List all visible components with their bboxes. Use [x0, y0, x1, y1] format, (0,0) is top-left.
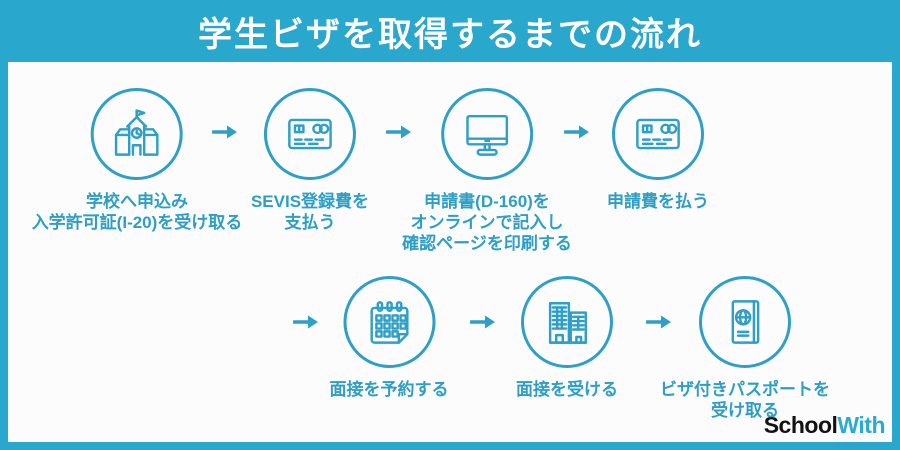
school-icon: [115, 109, 159, 156]
step-circle: [440, 88, 533, 180]
step-label: ビザ付きパスポートを 受け取る: [660, 379, 830, 421]
page-title: 学生ビザを取得するまでの流れ: [198, 15, 702, 54]
flow-arrow-icon: [470, 315, 495, 329]
step-circle: [91, 88, 183, 180]
step-label-line: ビザ付きパスポートを: [660, 380, 830, 399]
logo-text-school: School: [763, 412, 838, 438]
step-label-line: 面接を受ける: [516, 380, 618, 399]
step-label: SEVIS登録費を 支払う: [251, 191, 369, 233]
step-label-line: 申請書(D-160)を: [424, 192, 550, 211]
calendar-icon: [369, 301, 409, 344]
step-label-line: 面接を予約する: [329, 380, 449, 399]
step-label: 面接を受ける: [516, 379, 618, 400]
step-label-line: オンラインで記入し: [410, 213, 564, 232]
flow-arrow-icon: [293, 315, 318, 329]
step-fill-d160: 申請書(D-160)を オンラインで記入し 確認ページを印刷する: [402, 88, 572, 254]
building-icon: [548, 302, 587, 344]
step-receive-passport: ビザ付きパスポートを 受け取る: [660, 276, 830, 421]
step-label-line: 支払う: [284, 213, 336, 232]
credit-card-icon: [288, 118, 332, 150]
schoolwith-logo: SchoolWith: [763, 412, 886, 439]
step-circle: [521, 276, 613, 368]
step-label-line: 入学許可証(I-20)を受け取る: [31, 213, 243, 232]
logo-text-with: With: [837, 412, 885, 438]
step-circle: [343, 276, 435, 368]
step-circle: [612, 88, 704, 180]
step-label: 申請書(D-160)を オンラインで記入し 確認ページを印刷する: [402, 191, 572, 254]
flow-arrow-icon: [564, 125, 589, 139]
credit-card-icon: [636, 118, 680, 150]
step-label-line: 学校へ申込み: [86, 192, 188, 211]
header-bar: 学生ビザを取得するまでの流れ: [0, 0, 900, 62]
step-label-line: SEVIS登録費を: [250, 192, 370, 211]
step-take-interview: 面接を受ける: [516, 276, 618, 400]
step-apply-school: 学校へ申込み 入学許可証(I-20)を受け取る: [32, 88, 243, 233]
step-pay-sevis: SEVIS登録費を 支払う: [251, 88, 369, 233]
step-label: 面接を予約する: [330, 379, 449, 400]
flow-arrow-icon: [646, 315, 671, 329]
step-pay-application-fee: 申請費を払う: [607, 88, 709, 212]
step-label-line: 確認ページを印刷する: [402, 234, 572, 253]
step-label: 申請費を払う: [607, 191, 709, 212]
step-label: 学校へ申込み 入学許可証(I-20)を受け取る: [32, 191, 243, 233]
passport-icon: [731, 300, 760, 344]
step-circle: [264, 88, 356, 180]
step-book-interview: 面接を予約する: [330, 276, 449, 400]
flow-arrow-icon: [386, 125, 411, 139]
step-label-line: 受け取る: [711, 401, 779, 420]
flow-arrow-icon: [212, 125, 237, 139]
monitor-icon: [466, 114, 508, 156]
step-label-line: 申請費を払う: [607, 192, 709, 211]
step-circle: [699, 276, 791, 368]
